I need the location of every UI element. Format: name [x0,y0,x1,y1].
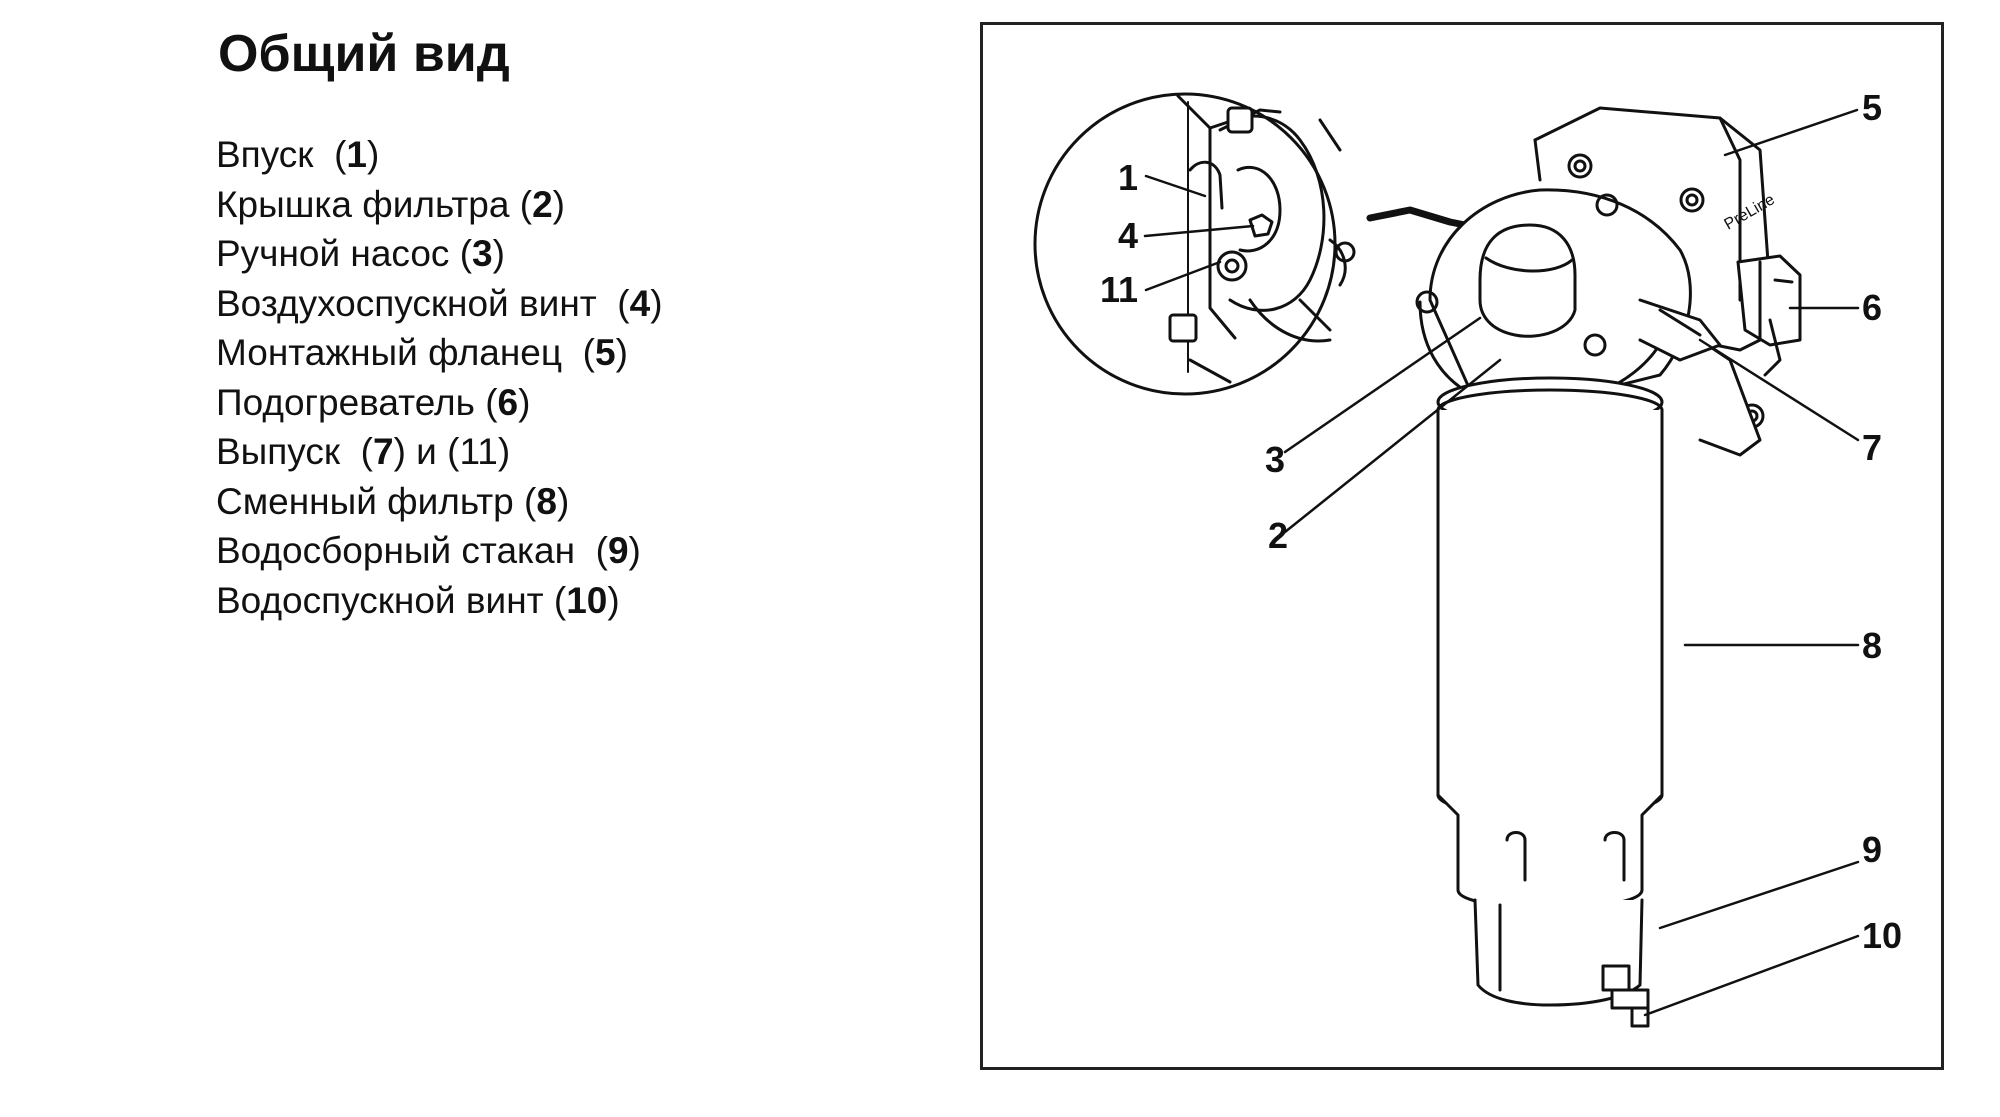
parts-list: Впуск (1) Крышка фильтра (2) Ручной насо… [216,130,663,625]
filter-head [1415,188,1722,411]
list-item: Водосборный стакан (9) [216,530,641,571]
list-item: Монтажный фланец (5) [216,332,628,373]
callout-3: 3 [1265,439,1285,480]
callout-8: 8 [1862,625,1882,666]
detail-inset [1033,92,1356,396]
heater [1736,254,1802,377]
inset-bolt-top [1226,106,1254,134]
page-title: Общий вид [218,25,510,83]
inset-circle [1033,92,1337,396]
figure-frame [980,22,1944,1070]
callout-5: 5 [1862,87,1882,128]
inset-bolt-bottom [1168,313,1198,343]
list-item: Водоспускной винт (10) [216,579,620,621]
callout-labels: 1 2 3 4 5 6 7 8 9 10 11 [1100,87,1902,956]
callout-9: 9 [1862,829,1882,870]
callout-2: 2 [1268,515,1288,556]
inset-air-vent-screw [1248,213,1274,238]
list-item: Впуск (1) [216,134,380,175]
list-item: Подогреватель (6) [216,381,531,423]
hand-pump [1478,223,1577,338]
list-item: Воздухоспускной винт (4) [216,282,663,324]
callout-7: 7 [1862,427,1882,468]
drain-screw [1601,964,1650,1028]
list-item: Ручной насос (3) [216,233,505,274]
callout-1: 1 [1118,157,1138,198]
callout-11: 11 [1100,269,1138,310]
list-item: Выпуск (7) и (11) [216,431,511,472]
list-item: Крышка фильтра (2) [216,183,565,225]
callout-10: 10 [1862,915,1902,956]
callout-4: 4 [1118,215,1138,256]
list-item: Сменный фильтр (8) [216,480,570,522]
callout-6: 6 [1862,287,1882,328]
leader-lines [1143,108,1860,1017]
replaceable-filter [1436,408,1664,910]
